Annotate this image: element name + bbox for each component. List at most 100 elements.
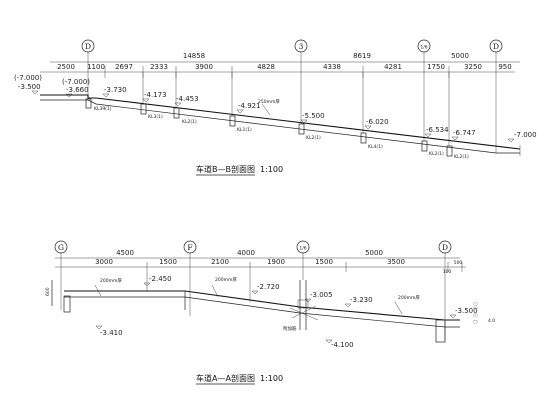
level-text: -3.730 [104, 86, 127, 94]
svg-text:600: 600 [45, 287, 51, 296]
dim-text: 8619 [353, 52, 371, 60]
level-text: -3.500 [455, 307, 478, 315]
section-title-a: 车道A—A剖面图 1:100 [196, 373, 283, 385]
slab-note-b: 250mm厚 [258, 99, 280, 116]
level-text: -3.410 [100, 329, 123, 337]
beam-label: KL2(1) [454, 154, 469, 160]
level-text: -2.720 [257, 283, 280, 291]
dim-text: 3000 [95, 258, 113, 266]
axis-bubble-1-6: 1/6 [417, 39, 431, 53]
level-text: -3.005 [310, 291, 333, 299]
dim-text: 5000 [365, 249, 383, 257]
axis-label: 3 [299, 42, 304, 51]
beam-kl2-b: KL2(1) [298, 123, 321, 141]
level-text: -4.173 [144, 91, 167, 99]
dim-text: 1750 [427, 63, 445, 71]
beam-kl2-c: KL2(1) [421, 140, 444, 157]
dimension-line-sub: 2500 1100 2697 2333 3900 4828 4338 4281 … [40, 63, 515, 78]
level-markers-a: -2.450 -2.720 -3.005 -3.230 -3.410 -4.10… [95, 275, 478, 349]
axis-bubble-3: 3 [294, 39, 308, 53]
junction-detail: 附加筋 [283, 299, 319, 332]
dim-text: 1500 [315, 258, 333, 266]
axis-bubble-1-6-a: 1/6 [296, 240, 310, 254]
beam-kl2-a: KL2(1) [173, 107, 197, 125]
level-text: -4.921 [238, 102, 261, 110]
left-wall-a: 600 [45, 270, 71, 313]
level-text: -6.020 [366, 118, 389, 126]
axis-label: G [58, 243, 64, 252]
side-mark: 0 9 00 [472, 302, 480, 324]
scale-text: 1:100 [260, 165, 283, 174]
title-text: 车道A—A剖面图 [196, 373, 255, 383]
dim-text: 500 [454, 260, 463, 266]
dim-text: 100 [443, 269, 452, 275]
ramp-slab-b [40, 94, 521, 156]
dim-text: 4338 [323, 63, 341, 71]
level-text: -4.453 [176, 95, 199, 103]
ramp-slab-a [64, 270, 460, 343]
axis-label: 1/6 [420, 45, 427, 51]
beam-label: KL1(1) [237, 127, 252, 133]
axis-bubble-g: G [54, 240, 68, 254]
axis-label: D [493, 42, 499, 51]
dim-text: 1500 [159, 258, 177, 266]
axis-bubble-d-right: D [489, 39, 503, 53]
dim-text: 3500 [387, 258, 405, 266]
beam-label: KL2(1) [429, 151, 444, 157]
beam-kl2-d: KL2(1) [446, 145, 469, 160]
dim-text: 4281 [384, 63, 402, 71]
note-text: 200mm厚 [100, 278, 122, 284]
dim-text: 2500 [57, 63, 75, 71]
level-text: -5.500 [302, 112, 325, 120]
beam-label: KL4(1) [368, 144, 383, 150]
dim-text: 3250 [464, 63, 482, 71]
axis-label: D [442, 243, 448, 252]
note-text: 250mm厚 [258, 99, 280, 105]
level-text: -6.534 [426, 126, 449, 134]
beam-label: KL39(1) [94, 106, 112, 112]
scale-text: 1:100 [260, 374, 283, 383]
dim-text: 2333 [150, 63, 168, 71]
level-text: -3.230 [350, 296, 373, 304]
beam-kl1: KL1(1) [229, 115, 252, 133]
title-text: 车道B—B剖面图 [196, 164, 255, 174]
section-b-b: D 3 1/6 D 14858 8619 5000 [14, 39, 537, 176]
beam-kl4: KL4(1) [360, 132, 383, 150]
dim-text: 1900 [267, 258, 285, 266]
beam-label: KL3(1) [148, 114, 163, 120]
side-mark-value: 4.0 [488, 318, 495, 324]
dim-text: 1100 [87, 63, 105, 71]
level-text: -4.100 [331, 341, 354, 349]
level-text: -3.660 [66, 86, 89, 94]
level-text: -2.450 [149, 275, 172, 283]
axis-bubble-f: F [183, 240, 197, 254]
note-text: 200mm厚 [215, 277, 237, 283]
dim-text: 2100 [211, 258, 229, 266]
dim-text: 3900 [195, 63, 213, 71]
note-text: 200mm厚 [398, 295, 420, 301]
axis-label: 1/6 [299, 246, 306, 252]
dimension-line-sub-a: 3000 1500 2100 1900 1500 3500 100 500 [55, 258, 466, 275]
level-text: -6.747 [453, 129, 476, 137]
dim-text: 4828 [257, 63, 275, 71]
dimension-line-overall: 14858 8619 5000 [50, 52, 520, 72]
section-title-b: 车道B—B剖面图 1:100 [196, 164, 283, 176]
axis-bubble-d-a: D [438, 240, 452, 254]
dim-text: 5000 [451, 52, 469, 60]
axis-bubble-d-left: D [81, 39, 95, 53]
slab-notes-a: 200mm厚 200mm厚 200mm厚 [94, 277, 420, 315]
svg-text:附加筋: 附加筋 [283, 325, 297, 332]
section-a-a: G F 1/6 D 4500 4000 5000 [45, 240, 495, 385]
beam-label: KL2(1) [182, 119, 197, 125]
extension-lines [87, 72, 497, 153]
level-text: (-7.000) [14, 74, 42, 82]
dim-text: 2697 [115, 63, 133, 71]
dim-text: 4000 [237, 249, 255, 257]
dim-text: 4500 [116, 249, 134, 257]
level-text: (-7.000) [62, 78, 90, 86]
level-text: -7.000 [514, 131, 537, 139]
beam-kl3: KL3(1) [140, 103, 163, 120]
axis-label: D [85, 42, 91, 51]
beam-kl39: KL39(1) [85, 98, 112, 112]
